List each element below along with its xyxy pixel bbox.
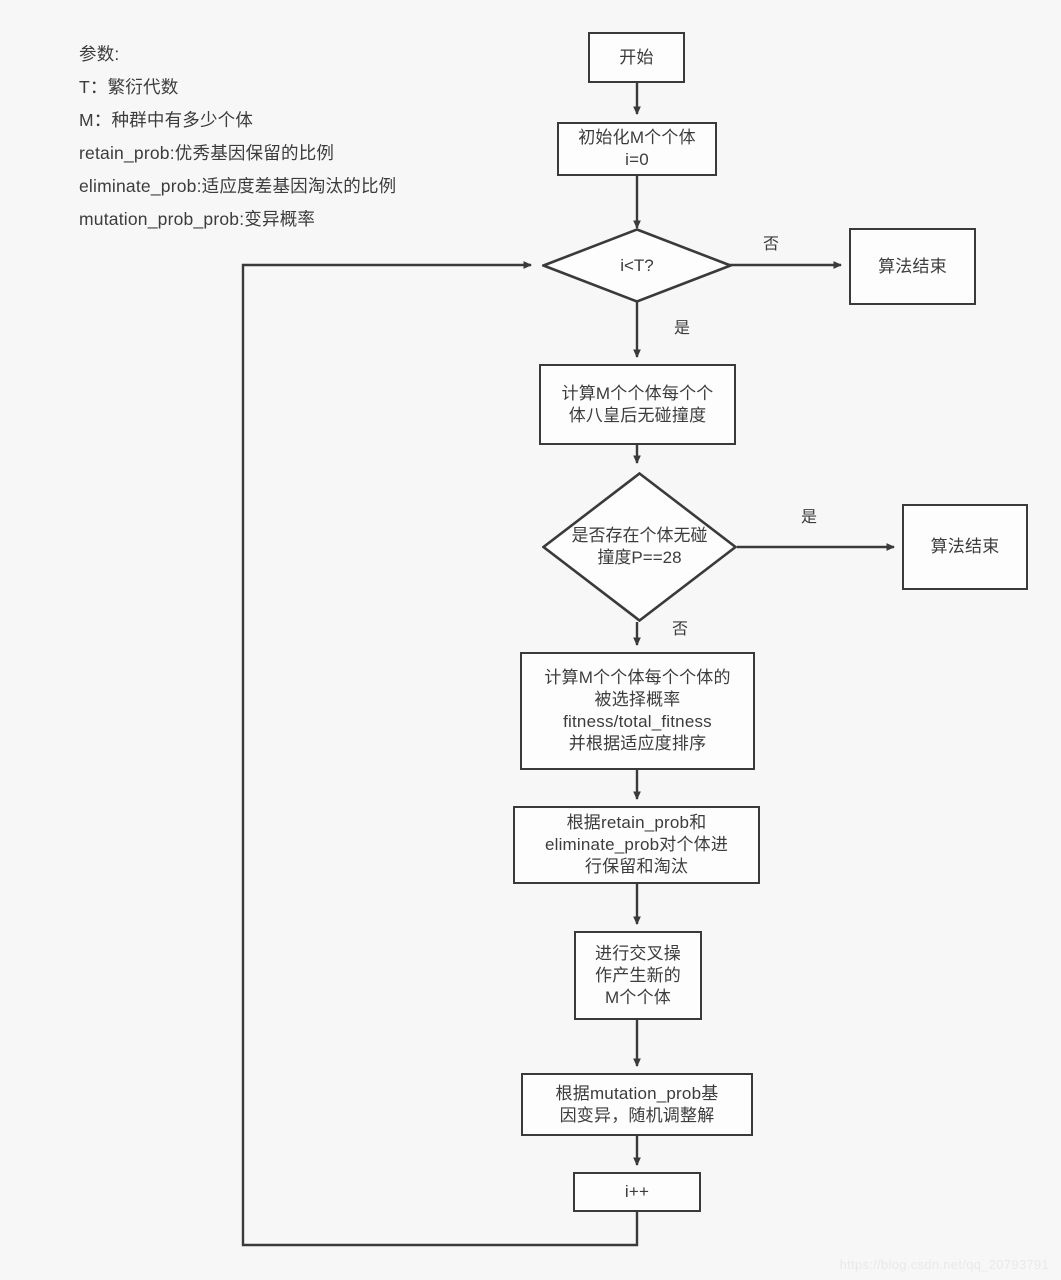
- node-decision-iterations-label: i<T?: [620, 255, 654, 275]
- node-initialize[interactable]: 初始化M个个体 i=0: [557, 122, 717, 176]
- node-calc-conflicts-line2: 体八皇后无碰撞度: [568, 405, 707, 425]
- node-decision-solution-found-label: 是否存在个体无碰 撞度P==28: [572, 525, 708, 569]
- node-start-label: 开始: [619, 47, 654, 67]
- node-selection-line3: 行保留和淘汰: [584, 857, 689, 876]
- parameter-legend: 参数: T：繁衍代数 M：种群中有多少个体 retain_prob:优秀基因保留…: [79, 38, 499, 236]
- legend-title: 参数:: [79, 44, 120, 64]
- node-crossover-line2: 作产生新的: [595, 965, 681, 985]
- node-decision-solution-found-line2: 撞度P==28: [597, 548, 682, 567]
- node-decision-solution-found[interactable]: 是否存在个体无碰 撞度P==28: [542, 472, 737, 622]
- edge-label-found-no: 否: [672, 621, 689, 638]
- legend-line-retain-prob: retain_prob:优秀基因保留的比例: [79, 143, 335, 163]
- node-fitness-line4: 并根据适应度排序: [568, 734, 707, 753]
- node-decision-solution-found-line1: 是否存在个体无碰: [571, 526, 708, 545]
- node-selection-line1: 根据retain_prob和: [566, 813, 707, 832]
- node-start[interactable]: 开始: [588, 32, 685, 83]
- node-end-found-label: 算法结束: [930, 537, 1000, 556]
- watermark: https://blog.csdn.net/qq_20793791: [839, 1257, 1049, 1272]
- edge-label-found-yes: 是: [801, 509, 818, 526]
- node-mutation-line2: 因变异，随机调整解: [559, 1105, 715, 1125]
- node-initialize-line1: 初始化M个个体: [578, 128, 696, 147]
- node-end-top[interactable]: 算法结束: [849, 228, 976, 305]
- diamond-shape-iterations: [542, 228, 732, 303]
- node-selection[interactable]: 根据retain_prob和 eliminate_prob对个体进 行保留和淘汰: [513, 806, 760, 884]
- node-fitness-line1: 计算M个个体每个个体的: [544, 668, 731, 687]
- node-calc-conflicts[interactable]: 计算M个个体每个个 体八皇后无碰撞度: [539, 364, 736, 445]
- node-end-found[interactable]: 算法结束: [902, 504, 1028, 590]
- edge-label-loop-no: 否: [763, 236, 780, 253]
- legend-line-M: M：种群中有多少个体: [79, 110, 254, 130]
- node-increment-label: i++: [624, 1182, 650, 1201]
- edge-label-loop-yes: 是: [674, 320, 691, 337]
- node-selection-line2: eliminate_prob对个体进: [544, 835, 729, 854]
- node-increment[interactable]: i++: [573, 1172, 701, 1212]
- node-mutation-line1: 根据mutation_prob基: [555, 1083, 719, 1103]
- node-end-top-label: 算法结束: [878, 256, 947, 276]
- node-fitness-probability[interactable]: 计算M个个体每个个体的 被选择概率 fitness/total_fitness …: [520, 652, 755, 770]
- legend-line-eliminate-prob: eliminate_prob:适应度差基因淘汰的比例: [79, 176, 397, 196]
- node-crossover-line3: M个个体: [605, 987, 671, 1007]
- node-initialize-line2: i=0: [625, 150, 649, 169]
- node-calc-conflicts-line1: 计算M个个体每个个: [561, 383, 714, 403]
- node-fitness-line2: 被选择概率: [594, 690, 681, 709]
- node-mutation[interactable]: 根据mutation_prob基 因变异，随机调整解: [521, 1073, 753, 1136]
- node-crossover-line1: 进行交叉操: [595, 943, 681, 963]
- diamond-shape-solution-found: [542, 472, 737, 622]
- node-fitness-line3: fitness/total_fitness: [563, 712, 712, 731]
- legend-line-mutation-prob: mutation_prob_prob:变异概率: [79, 209, 316, 229]
- node-crossover[interactable]: 进行交叉操 作产生新的 M个个体: [574, 931, 702, 1020]
- legend-line-T: T：繁衍代数: [79, 77, 179, 97]
- node-decision-iterations[interactable]: i<T?: [542, 228, 732, 303]
